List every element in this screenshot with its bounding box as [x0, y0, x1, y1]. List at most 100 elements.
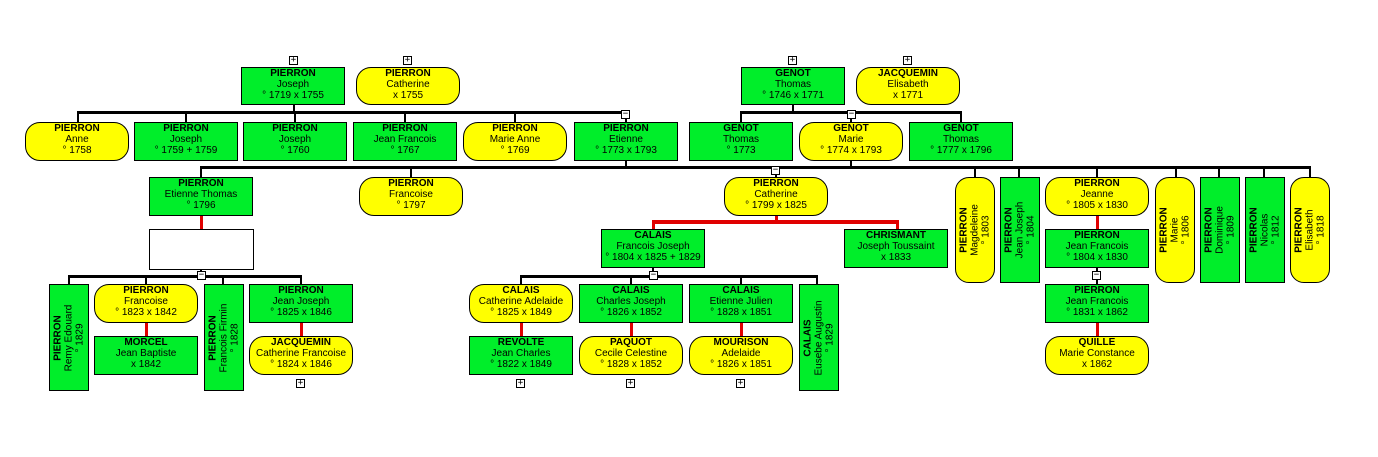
collapse-toggle[interactable]: − [649, 270, 658, 280]
connector-line [404, 111, 406, 123]
person-surname: PIERRON [52, 314, 64, 361]
connector-line [200, 166, 202, 178]
connector-line [1175, 166, 1177, 178]
person-dates: ° 1774 x 1793 [820, 145, 882, 156]
expand-toggle[interactable]: + [788, 55, 797, 65]
person-surname: GENOT [943, 123, 979, 134]
person-surname: MORCEL [124, 337, 168, 348]
person-surname: CALAIS [722, 285, 760, 296]
person-given-name: Etienne Thomas [164, 189, 238, 200]
collapse-toggle[interactable]: − [771, 165, 780, 175]
person-surname: PIERRON [1293, 207, 1305, 253]
person-dates: x 1771 [892, 90, 924, 101]
connector-line [816, 275, 818, 285]
person-surname: PAQUOT [609, 337, 653, 348]
unknown-spouse-box[interactable] [149, 229, 254, 270]
person-surname: PIERRON [1074, 285, 1120, 296]
collapse-toggle[interactable]: − [1092, 270, 1101, 280]
person-dates: ° 1769 [500, 145, 530, 156]
person-dates: ° 1804 [1025, 215, 1037, 245]
collapse-toggle[interactable]: − [621, 109, 630, 119]
person-surname: MOURISON [713, 337, 769, 348]
person-dates: ° 1826 x 1852 [600, 307, 662, 318]
expand-toggle[interactable]: + [289, 55, 298, 65]
person-dates: x 1755 [392, 90, 424, 101]
person-given-name: Remy Edouard [63, 304, 75, 371]
person-given-name: Francois Joseph [616, 241, 690, 252]
expand-toggle[interactable]: + [403, 55, 412, 65]
person-given-name: Thomas [722, 134, 760, 145]
person-dates: ° 1746 x 1771 [762, 90, 824, 101]
person-dates: ° 1831 x 1862 [1066, 307, 1128, 318]
collapse-toggle[interactable]: − [847, 109, 856, 119]
person-surname: PIERRON [1203, 207, 1215, 253]
collapse-toggle[interactable]: − [197, 270, 206, 280]
person-surname: PIERRON [1074, 178, 1120, 189]
person-dates: ° 1803 [980, 215, 992, 245]
person-dates: ° 1804 x 1830 [1066, 252, 1128, 263]
person-dates: ° 1804 x 1825 + 1829 [605, 252, 701, 263]
marriage-line [1096, 322, 1099, 336]
connector-line [740, 275, 742, 285]
person-dates: ° 1824 x 1846 [270, 359, 332, 370]
person-dates: ° 1818 [1315, 215, 1327, 245]
person-dates: ° 1796 [186, 200, 216, 211]
person-given-name: Francois Firmin [218, 303, 230, 372]
person-dates: ° 1758 [62, 145, 92, 156]
expand-toggle[interactable]: + [736, 378, 745, 388]
expand-toggle[interactable]: + [903, 55, 912, 65]
expand-toggle[interactable]: + [296, 378, 305, 388]
person-dates: ° 1805 x 1830 [1066, 200, 1128, 211]
person-given-name: Marie Anne [489, 134, 541, 145]
person-dates: ° 1797 [396, 200, 426, 211]
connector-line [974, 166, 976, 178]
person-given-name: Jeanne [1080, 189, 1114, 200]
expand-toggle[interactable]: + [516, 378, 525, 388]
expand-toggle[interactable]: + [626, 378, 635, 388]
person-given-name: Francoise [124, 296, 168, 307]
person-surname: GENOT [723, 123, 759, 134]
